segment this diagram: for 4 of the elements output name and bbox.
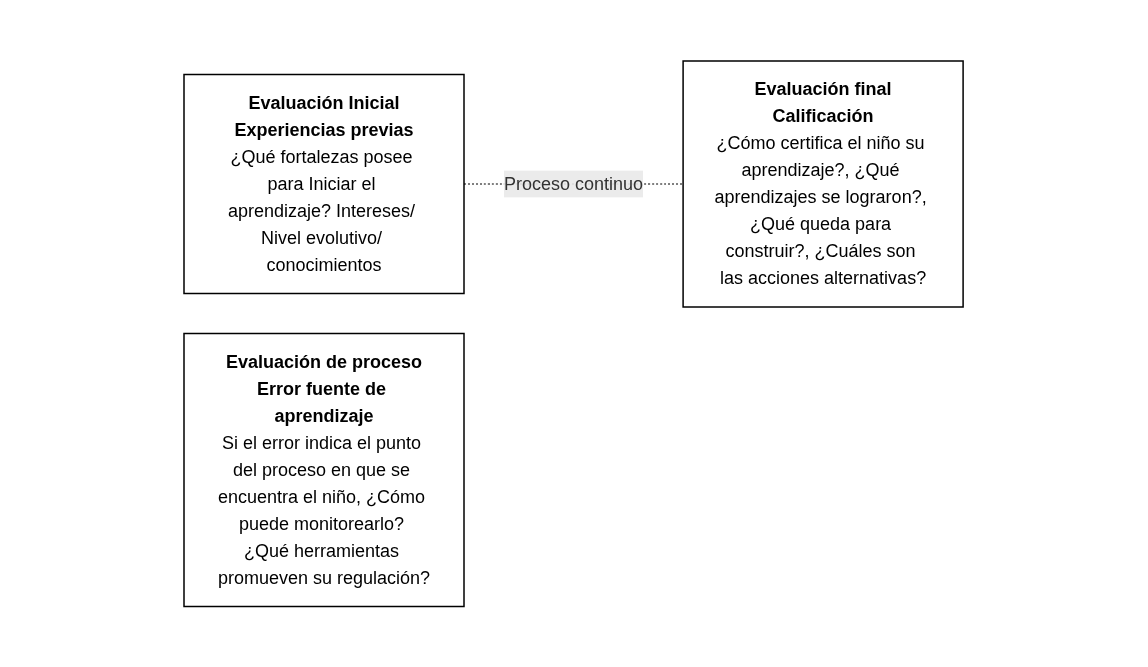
edge-label: Proceso continuo (504, 173, 644, 194)
node-box: Evaluación de proceso Error fuente de aprendizaje Si el error indica el punto del proceso en que se encuentra el niño, ¿Cómo puede monitorearlo? ¿Qué herramientas promueven su regulación? (183, 332, 466, 607)
node-box: Evaluación Inicial Experiencias previas ¿Qué fortalezas posee para Iniciar el aprendizaje? Intereses/ Nivel evolutivo/ conocimientos (183, 73, 466, 294)
node-box: Evaluación final Calificación ¿Cómo certifica el niño su aprendizaje?, ¿Qué aprendizajes se lograron?, ¿Qué queda para construir?, ¿Cuáles son las acciones alternativas? (682, 60, 965, 308)
